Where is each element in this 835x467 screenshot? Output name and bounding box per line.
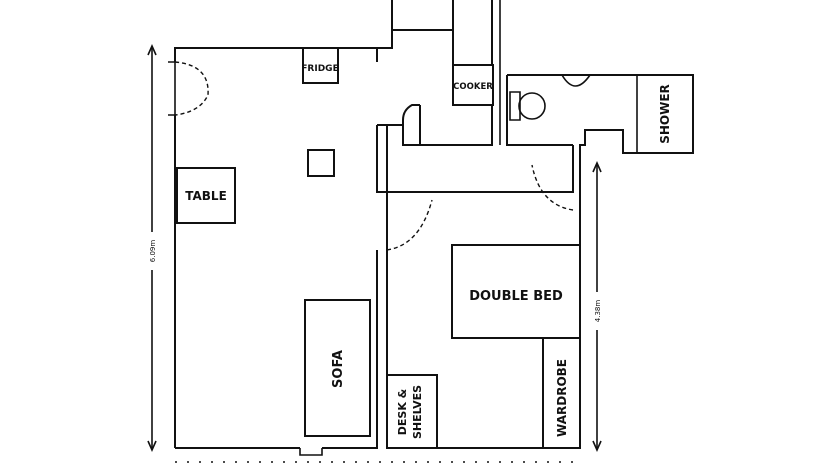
bathroom-walls	[506, 74, 694, 154]
left-door-jamb	[168, 61, 176, 116]
fridge	[302, 47, 339, 84]
table	[176, 167, 236, 224]
right-dim-bg	[589, 292, 605, 330]
bathroom-door-swing	[531, 164, 574, 211]
kitchen-walls	[391, 0, 493, 146]
right-dim-arrow-bottom	[592, 440, 602, 452]
basin-icon	[561, 74, 591, 87]
partition-wall-top	[376, 124, 403, 193]
right-dim-arrow-top	[592, 161, 602, 173]
toilet-bowl	[518, 92, 546, 120]
living-room-walls	[174, 0, 393, 449]
left-dim-arrow-top	[147, 44, 157, 56]
sofa-label: SOFA	[331, 350, 346, 388]
fridge-label: FRIDGE	[301, 64, 338, 74]
wardrobe	[542, 337, 581, 449]
table-label: TABLE	[185, 189, 227, 203]
left-dimension-label: 6.09m	[149, 240, 157, 263]
double-bed-label: DOUBLE BED	[469, 289, 563, 304]
desk-label-line2: SHELVES	[411, 385, 424, 439]
bedroom-door-swing	[386, 199, 433, 251]
entrance-door-swing	[174, 61, 209, 116]
cooker	[452, 64, 494, 106]
bottom-notch	[299, 448, 323, 456]
desk-and-shelves	[386, 374, 438, 449]
wardrobe-label: WARDROBE	[555, 359, 569, 437]
desk-label-line1: DESK &	[396, 388, 409, 435]
sofa	[304, 299, 371, 437]
column	[307, 149, 335, 177]
cooker-label: COOKER	[453, 82, 493, 92]
left-dim-bg	[144, 232, 160, 270]
kitchen-counter	[402, 104, 421, 146]
right-dimension-label: 4.38m	[594, 300, 602, 323]
double-bed	[451, 244, 581, 339]
shower-label: SHOWER	[658, 84, 672, 144]
toilet-icon	[509, 91, 521, 121]
left-dim-arrow-bottom	[147, 440, 157, 452]
